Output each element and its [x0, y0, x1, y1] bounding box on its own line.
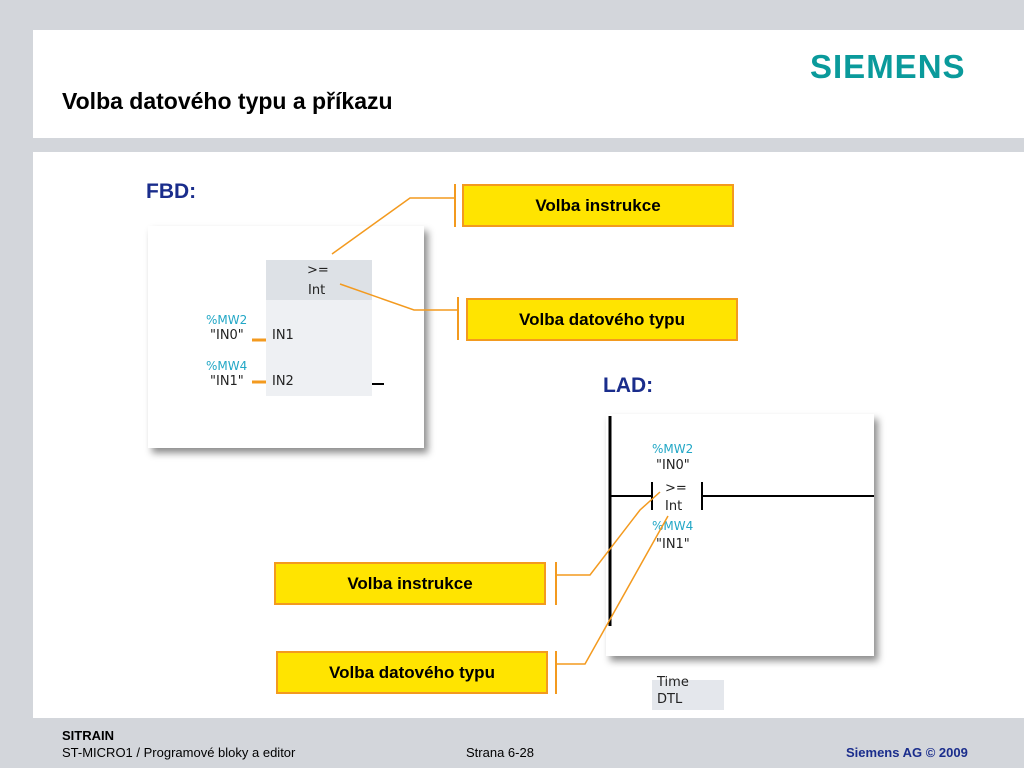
lad-type-selector[interactable]: Int — [665, 499, 683, 514]
fbd-in1-address: %MW2 — [206, 313, 248, 327]
lad-instruction-leader — [556, 491, 661, 576]
fbd-block-header — [266, 260, 372, 300]
lad-datatype-leader — [556, 515, 669, 665]
fbd-label: FBD: — [146, 180, 197, 203]
lad-type-dropdown-list[interactable] — [652, 680, 724, 710]
footer-brand: SITRAIN — [62, 728, 114, 743]
header-panel — [33, 30, 1024, 138]
fbd-in2-label: IN2 — [272, 374, 294, 389]
footer-page-number: Strana 6-28 — [466, 745, 534, 760]
siemens-logo: SIEMENS — [810, 48, 966, 85]
lad-label: LAD: — [603, 374, 654, 397]
lad-screenshot — [606, 414, 874, 656]
fbd-instruction-leader — [331, 197, 455, 255]
fbd-callout-instruction: Volba instrukce — [462, 184, 734, 227]
lad-dropdown-item-time[interactable]: Time — [657, 675, 689, 690]
fbd-op-symbol[interactable]: >= — [307, 263, 329, 278]
fbd-callout-datatype: Volba datového typu — [466, 298, 738, 341]
lad-bottom-symbol: "IN1" — [656, 537, 690, 552]
footer-course: ST-MICRO1 / Programové bloky a editor — [62, 745, 296, 760]
fbd-in1-label: IN1 — [272, 328, 294, 343]
footer-copyright: Siemens AG © 2009 — [846, 745, 968, 760]
lad-bottom-address: %MW4 — [652, 519, 694, 533]
fbd-type-selector[interactable]: Int — [308, 283, 326, 298]
fbd-in2-address: %MW4 — [206, 359, 248, 373]
lad-top-symbol: "IN0" — [656, 458, 690, 473]
lad-top-address: %MW2 — [652, 442, 694, 456]
lad-op-symbol[interactable]: >= — [665, 481, 687, 496]
fbd-in2-symbol: "IN1" — [210, 374, 244, 389]
fbd-in1-symbol: "IN0" — [210, 328, 244, 343]
fbd-datatype-leader — [339, 283, 458, 311]
lad-callout-datatype: Volba datového typu — [276, 651, 548, 694]
lad-callout-instruction: Volba instrukce — [274, 562, 546, 605]
page-title: Volba datového typu a příkazu — [62, 88, 393, 114]
lad-dropdown-item-dtl[interactable]: DTL — [657, 692, 683, 707]
